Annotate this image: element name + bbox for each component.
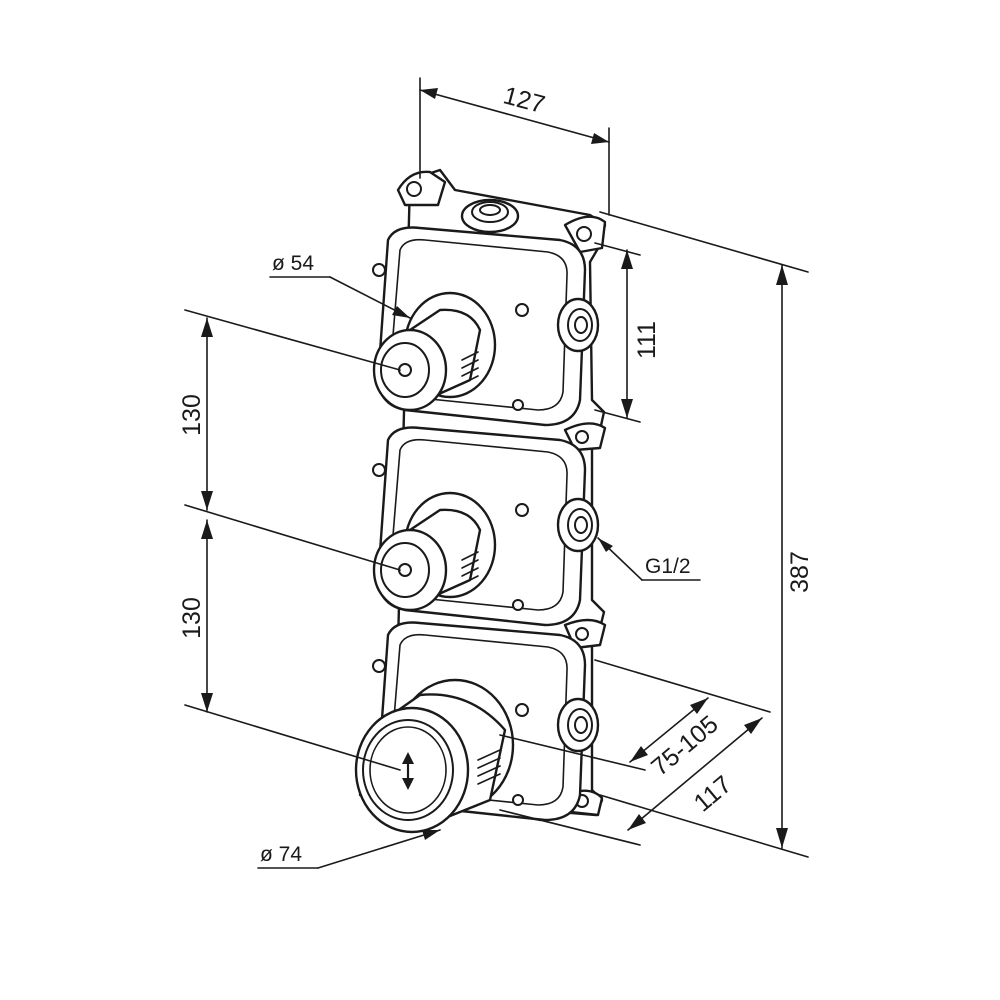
top-inlet-spigot — [460, 198, 520, 234]
leader-diameter-54: ø 54 — [269, 252, 411, 319]
dimension-label-75-105: 75-105 — [646, 710, 724, 781]
valve-module-lower — [354, 621, 600, 834]
cartridge-small-upper — [372, 291, 497, 412]
dimension-label-130-upper: 130 — [178, 394, 206, 436]
label-diameter-74: ø 74 — [260, 843, 302, 866]
side-outlet-lower — [556, 697, 600, 753]
dimension-spacing-130-upper: 130 — [178, 309, 401, 571]
leader-diameter-74: ø 74 — [257, 829, 441, 869]
label-diameter-54: ø 54 — [272, 252, 314, 275]
side-outlet-upper — [556, 297, 600, 353]
valve-module-upper — [372, 226, 600, 427]
valve-housing — [354, 168, 607, 834]
label-thread-g12: G1/2 — [645, 555, 691, 578]
valve-module-middle — [372, 426, 600, 627]
dimension-label-387: 387 — [786, 551, 814, 593]
dimension-spacing-130-lower: 130 — [178, 519, 401, 771]
side-outlet-middle — [556, 497, 600, 553]
dimension-label-111: 111 — [633, 321, 661, 359]
cartridge-large-lower — [354, 678, 515, 834]
dimension-label-117: 117 — [689, 770, 738, 817]
mounting-lug-mid-right-1 — [563, 422, 607, 452]
dimension-module-111: 111 — [594, 242, 661, 423]
dimension-height-387: 387 — [599, 211, 814, 858]
dimension-label-130-lower: 130 — [178, 597, 206, 639]
cartridge-small-middle — [372, 491, 497, 612]
up-down-arrow-icon — [402, 752, 414, 790]
mounting-lug-top-left — [396, 170, 447, 207]
leader-thread-g12: G1/2 — [597, 537, 701, 581]
